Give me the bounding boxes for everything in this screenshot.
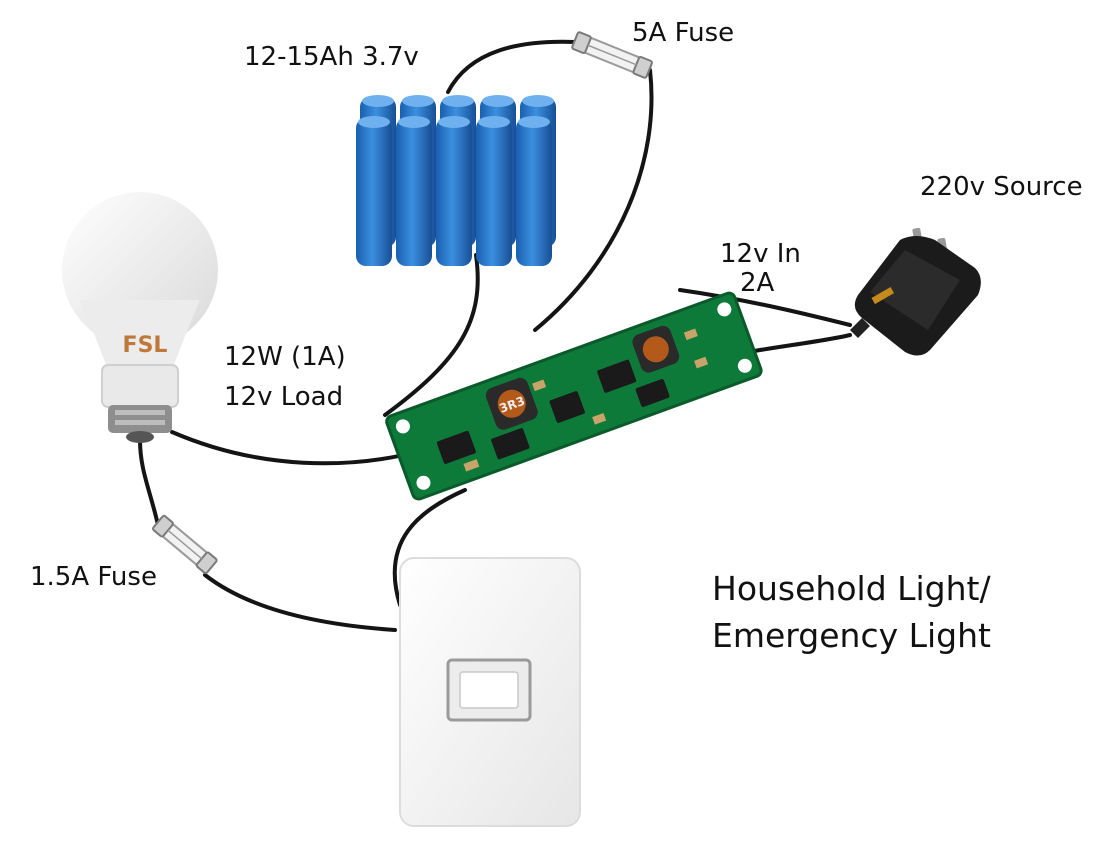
input-current-label: 2A — [740, 268, 775, 298]
fuse-5a-icon — [571, 31, 653, 79]
title-line-1: Household Light/ — [712, 569, 991, 608]
power-adapter-icon — [850, 227, 981, 356]
battery-cell — [436, 118, 472, 266]
bulb-logo-text: FSL — [123, 333, 168, 358]
wire-fuse-to-switch — [203, 573, 397, 632]
diagram-title: Household Light/ Emergency Light — [712, 572, 991, 652]
load-label-group: 12W (1A) 12v Load — [224, 344, 346, 410]
battery-cell-cap — [358, 116, 390, 128]
wire-adapter-to-board-2 — [746, 333, 852, 354]
battery-cell-cap — [522, 95, 554, 107]
fuse-1-5a-label: 1.5A Fuse — [30, 562, 157, 592]
wire-bulb-to-fuse — [138, 438, 160, 527]
fuse-5a-label: 5A Fuse — [632, 18, 735, 48]
charger-board-icon: 3R3 — [385, 291, 763, 501]
battery-cell-cap — [482, 95, 514, 107]
battery-cell — [476, 118, 512, 266]
wires — [138, 39, 852, 632]
wire-adapter-to-board-1 — [678, 288, 852, 327]
wire-bulb-to-board — [170, 430, 427, 466]
wall-switch-icon — [399, 557, 581, 827]
fuse-1-5a-icon — [152, 514, 218, 575]
battery-cell-cap — [518, 116, 550, 128]
wire-board-to-switch — [392, 488, 467, 607]
battery-cell-cap — [478, 116, 510, 128]
battery-label: 12-15Ah 3.7v — [244, 42, 419, 72]
wire-battery-to-fuse — [446, 39, 577, 94]
battery-cell-cap — [442, 95, 474, 107]
battery-cell — [516, 118, 552, 266]
wire-fuse-to-board — [533, 68, 654, 332]
input-voltage-label: 12v In — [720, 239, 801, 269]
battery-cell — [396, 118, 432, 266]
battery-cell-cap — [438, 116, 470, 128]
battery-cell — [356, 118, 392, 266]
source-label: 220v Source — [920, 172, 1083, 202]
battery-cell-cap — [362, 95, 394, 107]
light-bulb-icon: FSL — [62, 192, 218, 443]
title-line-2: Emergency Light — [712, 616, 991, 655]
load-power-label: 12W (1A) — [224, 342, 346, 372]
load-voltage-label: 12v Load — [224, 382, 344, 412]
battery-cell-cap — [402, 95, 434, 107]
wire-battery-to-board — [383, 253, 480, 417]
battery-cell-cap — [398, 116, 430, 128]
battery-pack-icon — [356, 95, 556, 266]
